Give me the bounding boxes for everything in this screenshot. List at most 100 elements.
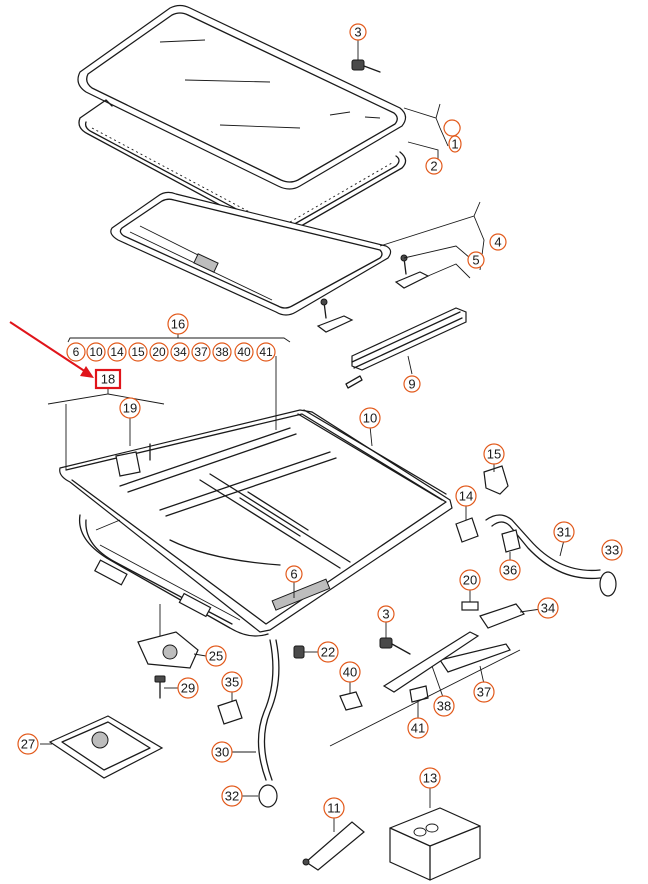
callout-3-lower[interactable]: 3	[377, 605, 395, 623]
svg-text:40: 40	[343, 665, 357, 680]
svg-text:15: 15	[131, 345, 145, 359]
svg-text:40: 40	[237, 345, 251, 359]
control-unit-27[interactable]	[48, 715, 164, 779]
svg-text:11: 11	[327, 801, 341, 816]
lever-38[interactable]	[382, 631, 480, 693]
svg-text:13: 13	[423, 771, 437, 786]
callout-11[interactable]: 11	[323, 797, 345, 819]
drain-hose-31[interactable]	[485, 514, 601, 580]
screw-top[interactable]	[351, 59, 381, 73]
clip-35[interactable]	[217, 699, 243, 725]
repair-kit-box-13[interactable]	[389, 807, 481, 881]
svg-text:32: 32	[225, 789, 239, 804]
group-member[interactable]: 34	[170, 342, 190, 362]
callout-36[interactable]: 36	[499, 559, 521, 581]
group-member[interactable]: 15	[128, 342, 148, 362]
callout-41[interactable]: 41	[407, 717, 429, 739]
svg-text:38: 38	[215, 345, 229, 359]
callout-33[interactable]: 33	[601, 539, 623, 561]
callout-9[interactable]: 9	[403, 375, 421, 393]
svg-text:10: 10	[89, 345, 103, 359]
group-member[interactable]: 37	[191, 342, 211, 362]
callout-20[interactable]: 20	[459, 569, 481, 591]
drain-valve-32[interactable]	[258, 784, 278, 808]
callout-10[interactable]: 10	[359, 407, 381, 429]
svg-text:18: 18	[101, 372, 115, 387]
callout-6[interactable]: 6	[285, 565, 303, 583]
svg-text:22: 22	[321, 645, 335, 660]
callout-38[interactable]: 38	[433, 695, 455, 717]
drain-valve-33[interactable]	[599, 571, 617, 597]
callout-34[interactable]: 34	[537, 597, 559, 619]
group-member[interactable]: 10	[86, 342, 106, 362]
clip-36[interactable]	[501, 529, 521, 553]
group-member[interactable]: 20	[149, 342, 169, 362]
svg-text:41: 41	[259, 345, 273, 359]
callout-22[interactable]: 22	[317, 641, 339, 663]
svg-text:20: 20	[152, 345, 166, 359]
callout-16[interactable]: 16	[167, 313, 189, 335]
slide-37[interactable]	[439, 643, 511, 673]
clip-piece[interactable]	[115, 443, 151, 477]
callout-37[interactable]: 37	[473, 681, 495, 703]
svg-text:2: 2	[430, 159, 437, 174]
callout-29[interactable]: 29	[177, 677, 199, 699]
callout-31[interactable]: 31	[553, 521, 575, 543]
group-member[interactable]: 14	[107, 342, 127, 362]
group-member[interactable]: 38	[212, 342, 232, 362]
callout-3-top[interactable]: 3	[349, 23, 367, 41]
pin-41[interactable]	[409, 685, 429, 703]
group-member[interactable]: 6	[66, 342, 86, 362]
main-frame[interactable]	[59, 409, 453, 637]
svg-text:33: 33	[605, 543, 619, 558]
screw-lower[interactable]	[379, 637, 411, 655]
callout-5[interactable]: 5	[467, 251, 485, 269]
svg-text:34: 34	[173, 345, 187, 359]
screw-22[interactable]	[293, 645, 305, 659]
callout-13[interactable]: 13	[419, 767, 441, 789]
svg-text:14: 14	[459, 489, 473, 504]
bracket-pair[interactable]	[316, 254, 430, 333]
drain-hose-30[interactable]	[257, 639, 280, 781]
svg-text:36: 36	[503, 563, 517, 578]
cap-40[interactable]	[339, 691, 363, 711]
svg-text:1: 1	[451, 137, 458, 152]
callout-35[interactable]: 35	[221, 671, 243, 693]
callout-19[interactable]: 19	[119, 397, 141, 419]
bracket-34[interactable]	[479, 603, 525, 629]
svg-text:29: 29	[181, 681, 195, 696]
callout-40[interactable]: 40	[339, 661, 361, 683]
mount-14[interactable]	[455, 517, 479, 543]
callout-1[interactable]: 1	[443, 119, 462, 153]
svg-text:37: 37	[194, 345, 208, 359]
motor-25[interactable]	[137, 631, 199, 669]
svg-text:35: 35	[225, 675, 239, 690]
callout-30[interactable]: 30	[211, 741, 233, 763]
sunroof-frame[interactable]	[110, 191, 392, 316]
svg-text:6: 6	[290, 567, 297, 582]
svg-text:19: 19	[123, 401, 137, 416]
callout-27[interactable]: 27	[17, 733, 39, 755]
glass-panel[interactable]	[77, 4, 407, 190]
guide-rail[interactable]	[345, 307, 467, 389]
callout-2[interactable]: 2	[425, 157, 443, 175]
svg-text:16: 16	[171, 317, 185, 332]
callout-25[interactable]: 25	[205, 645, 227, 667]
mount-15[interactable]	[483, 465, 509, 495]
callout-4[interactable]: 4	[489, 233, 507, 251]
callout-32[interactable]: 32	[221, 785, 243, 807]
cross-bar[interactable]	[297, 409, 447, 501]
group-member[interactable]: 41	[256, 342, 276, 362]
block-20[interactable]	[461, 601, 479, 611]
svg-text:3: 3	[382, 607, 389, 622]
screw-29[interactable]	[154, 675, 166, 699]
callout-18-highlighted[interactable]: 18	[94, 368, 122, 390]
group-member[interactable]: 40	[234, 342, 254, 362]
callout-14[interactable]: 14	[455, 485, 477, 507]
grease-tube-11[interactable]	[302, 821, 365, 871]
callout-15[interactable]: 15	[483, 443, 505, 465]
svg-text:5: 5	[472, 253, 479, 268]
highlight-arrow	[9, 321, 94, 378]
svg-text:6: 6	[73, 345, 80, 359]
